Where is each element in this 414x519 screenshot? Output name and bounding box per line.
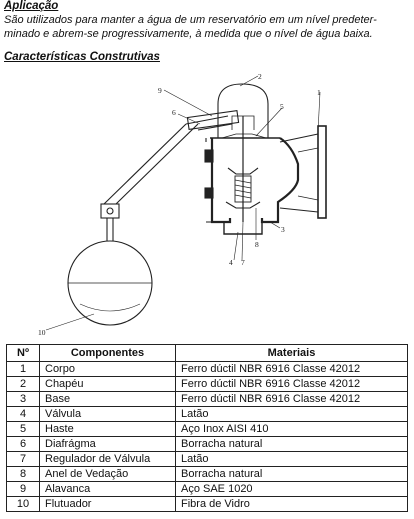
construction-heading: Características Construtivas — [4, 51, 160, 63]
valve-seat — [227, 167, 259, 175]
row-component: Corpo — [39, 361, 176, 377]
row-material: Borracha natural — [175, 466, 408, 482]
row-number: 3 — [6, 391, 40, 407]
callout-4: 4 — [229, 258, 233, 267]
row-number: 1 — [6, 361, 40, 377]
sealing-ring — [225, 201, 261, 209]
row-component: Chapéu — [39, 376, 176, 392]
row-material: Fibra de Vidro — [175, 496, 408, 512]
row-material: Borracha natural — [175, 436, 408, 452]
application-heading: Aplicação — [4, 0, 59, 12]
valve-base — [223, 222, 263, 235]
row-number: 9 — [6, 481, 40, 497]
application-line-2: minado e abrem-se progressivamente, à me… — [4, 28, 373, 40]
row-component: Haste — [39, 421, 176, 437]
callout-9: 9 — [158, 86, 162, 95]
callout-2: 2 — [258, 72, 262, 81]
row-number: 8 — [6, 466, 40, 482]
table-header-row: Nº Componentes Materiais — [6, 344, 408, 362]
callout-5: 5 — [280, 102, 284, 111]
header-materials: Materiais — [175, 344, 408, 362]
callout-10: 10 — [38, 328, 46, 337]
float-clamp — [100, 203, 120, 219]
header-components: Componentes — [39, 344, 176, 362]
valve-body — [204, 137, 300, 224]
row-number: 4 — [6, 406, 40, 422]
row-component: Válvula — [39, 406, 176, 422]
row-component: Flutuador — [39, 496, 176, 512]
application-line-1: São utilizados para manter a água de um … — [4, 14, 377, 26]
row-component: Anel de Vedação — [39, 466, 176, 482]
row-number: 10 — [6, 496, 40, 512]
valve-bonnet — [217, 83, 269, 139]
lever-arm — [103, 109, 240, 205]
row-number: 2 — [6, 376, 40, 392]
row-component: Alavanca — [39, 481, 176, 497]
callout-3: 3 — [281, 225, 285, 234]
float-valve-diagram — [45, 75, 327, 331]
row-material: Latão — [175, 406, 408, 422]
row-number: 7 — [6, 451, 40, 467]
row-material: Ferro dúctil NBR 6916 Classe 42012 — [175, 391, 408, 407]
row-material: Aço SAE 1020 — [175, 481, 408, 497]
row-component: Base — [39, 391, 176, 407]
row-component: Regulador de Válvula — [39, 451, 176, 467]
application-paragraph: São utilizados para manter a água de um … — [4, 13, 412, 41]
outlet-flange — [279, 125, 327, 219]
row-material: Ferro dúctil NBR 6916 Classe 42012 — [175, 376, 408, 392]
row-material: Aço Inox AISI 410 — [175, 421, 408, 437]
row-component: Diafrágma — [39, 436, 176, 452]
callout-8: 8 — [255, 240, 259, 249]
row-number: 5 — [6, 421, 40, 437]
valve-regulator — [234, 175, 252, 203]
header-number: Nº — [6, 344, 40, 362]
callout-1: 1 — [317, 88, 321, 97]
row-number: 6 — [6, 436, 40, 452]
callout-6: 6 — [172, 108, 176, 117]
row-material: Latão — [175, 451, 408, 467]
callout-7: 7 — [241, 258, 245, 267]
row-material: Ferro dúctil NBR 6916 Classe 42012 — [175, 361, 408, 377]
